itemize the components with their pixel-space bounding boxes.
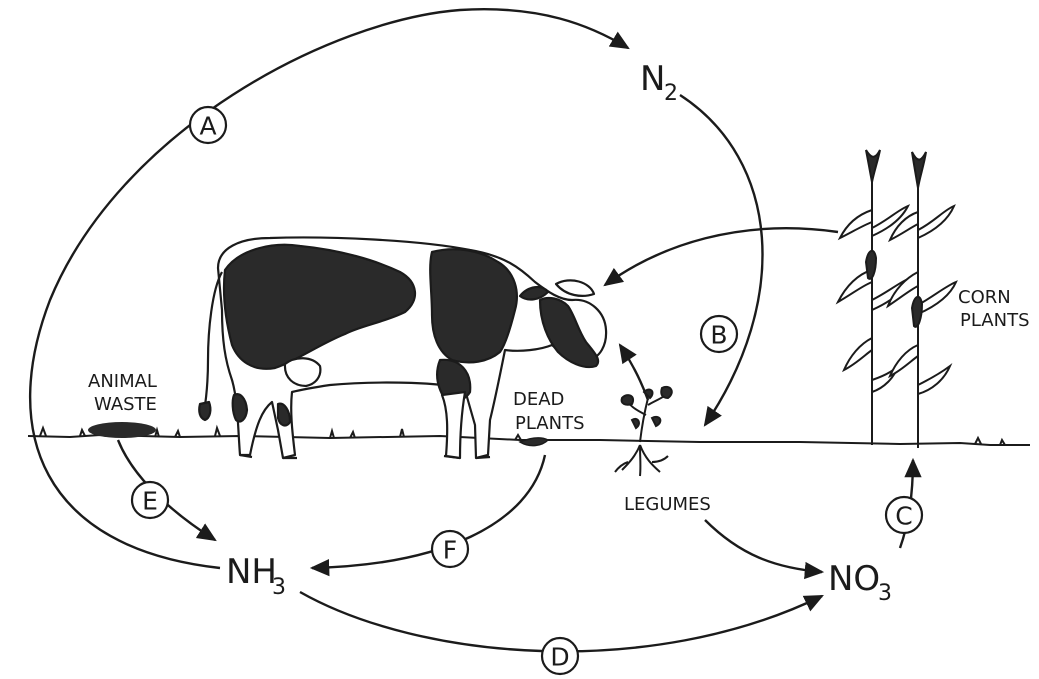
process-e-text: E: [142, 487, 158, 516]
arrow-corn-to-cow: [605, 228, 838, 285]
animal-waste-label: ANIMAL WASTE: [88, 371, 157, 415]
process-marker-f: F: [432, 531, 468, 567]
animal-waste-line-2: WASTE: [94, 394, 157, 415]
dead-plants-label: DEAD PLANTS: [513, 389, 585, 434]
process-marker-e: E: [132, 482, 168, 518]
dead-plants-debris: [520, 438, 548, 446]
no3-subscript: 3: [878, 581, 892, 606]
process-marker-b: B: [701, 316, 737, 352]
nh3-subscript: 3: [272, 575, 286, 600]
arrow-legumes-to-no3: [705, 520, 822, 572]
compound-nh3: NH 3: [226, 552, 286, 600]
n2-base: N: [640, 59, 665, 99]
corn-plants: [838, 150, 956, 448]
process-a-text: A: [199, 112, 216, 141]
legumes-label: LEGUMES: [624, 494, 711, 515]
dead-plants-line-2: PLANTS: [515, 413, 585, 434]
process-c-text: C: [895, 502, 912, 531]
dead-plants-line-1: DEAD: [513, 389, 564, 410]
nh3-base: NH: [226, 552, 277, 592]
n2-subscript: 2: [664, 81, 678, 106]
process-marker-a: A: [190, 107, 226, 143]
corn-plants-line-1: CORN: [958, 287, 1011, 308]
arrow-b-n2-to-legumes: [680, 95, 762, 425]
process-marker-d: D: [542, 638, 578, 674]
arrow-f-deadplants-to-nh3: [312, 455, 545, 568]
corn-plants-label: CORN PLANTS: [958, 287, 1030, 331]
animal-waste-line-1: ANIMAL: [88, 371, 157, 392]
compound-n2: N 2: [640, 59, 678, 106]
legume-plant: [615, 387, 672, 476]
process-f-text: F: [443, 536, 457, 565]
no3-base: NO: [828, 559, 880, 599]
compound-no3: NO 3: [828, 559, 892, 606]
process-b-text: B: [710, 321, 727, 350]
arrow-e-waste-to-nh3: [118, 440, 215, 540]
process-marker-c: C: [886, 497, 922, 533]
corn-plants-line-2: PLANTS: [960, 310, 1030, 331]
process-d-text: D: [550, 643, 569, 672]
animal-waste-pile: [88, 422, 156, 438]
